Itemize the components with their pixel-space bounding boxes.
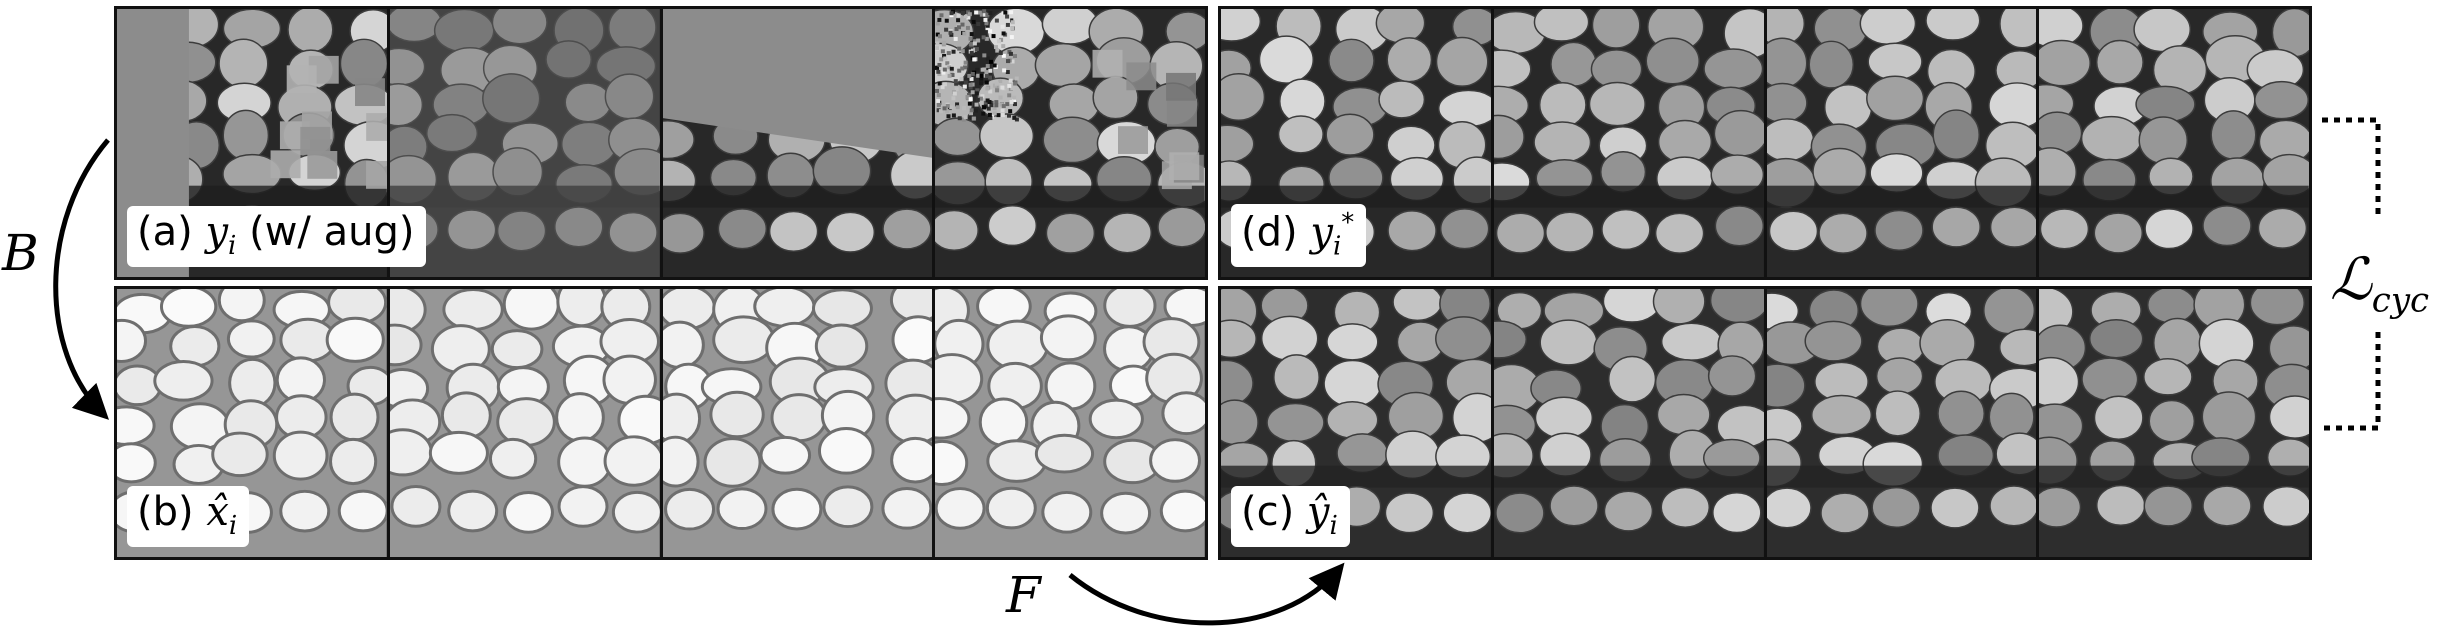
- panel-a-augmented-inputs: (a) yi (w/ aug): [114, 6, 1208, 280]
- panel-c-tile-3: [1766, 289, 2040, 557]
- panel-a-tile-2: [389, 9, 663, 277]
- microscopy-image: [389, 289, 660, 557]
- panel-a-tile-4: [935, 9, 1205, 277]
- panel-d-tiles: [1221, 9, 2309, 277]
- panel-d-tile-2: [1493, 9, 1767, 277]
- panel-c-tiles: [1221, 289, 2309, 557]
- panel-b-tiles: [117, 289, 1205, 557]
- backward-arrow: [53, 138, 110, 420]
- microscopy-image: [1493, 9, 1764, 277]
- panel-d-targets: (d) yi*: [1218, 6, 2312, 280]
- microscopy-image: [935, 289, 1205, 557]
- forward-arrow: [1068, 562, 1345, 626]
- panel-c-reconstructions: (c) ŷi: [1218, 286, 2312, 560]
- microscopy-image: [935, 9, 1205, 277]
- panel-d-label: (d) yi*: [1231, 203, 1367, 267]
- microscopy-image: [662, 289, 933, 557]
- backward-mapping-symbol: B: [2, 224, 39, 282]
- microscopy-image: [389, 9, 660, 277]
- microscopy-image: [1493, 289, 1764, 557]
- panel-c-tile-1: [1221, 289, 1494, 557]
- panel-a-label: (a) yi (w/ aug): [127, 206, 427, 267]
- microscopy-image: [2039, 9, 2309, 277]
- panel-d-tile-3: [1766, 9, 2040, 277]
- panel-a-tiles: [117, 9, 1205, 277]
- panel-a-tile-3: [662, 9, 936, 277]
- panel-b-backward-outputs: (b) x̂i: [114, 286, 1208, 560]
- cycle-loss-symbol: ℒcyc: [2330, 245, 2430, 321]
- microscopy-image: [1766, 289, 2037, 557]
- microscopy-image: [1221, 289, 1491, 557]
- panel-c-label: (c) ŷi: [1231, 486, 1350, 547]
- panel-b-tile-4: [935, 289, 1205, 557]
- microscopy-image: [1766, 9, 2037, 277]
- panel-b-tile-3: [662, 289, 936, 557]
- panel-b-tile-2: [389, 289, 663, 557]
- panel-b-label: (b) x̂i: [127, 486, 250, 547]
- cycle-loss-bracket-bottom: [2322, 332, 2381, 431]
- panel-c-tile-4: [2039, 289, 2309, 557]
- panel-d-tile-4: [2039, 9, 2309, 277]
- microscopy-image: [662, 9, 933, 277]
- microscopy-image: [2039, 289, 2309, 557]
- forward-mapping-symbol: F: [1006, 566, 1041, 624]
- panel-c-tile-2: [1493, 289, 1767, 557]
- cycle-loss-bracket-top: [2322, 117, 2381, 218]
